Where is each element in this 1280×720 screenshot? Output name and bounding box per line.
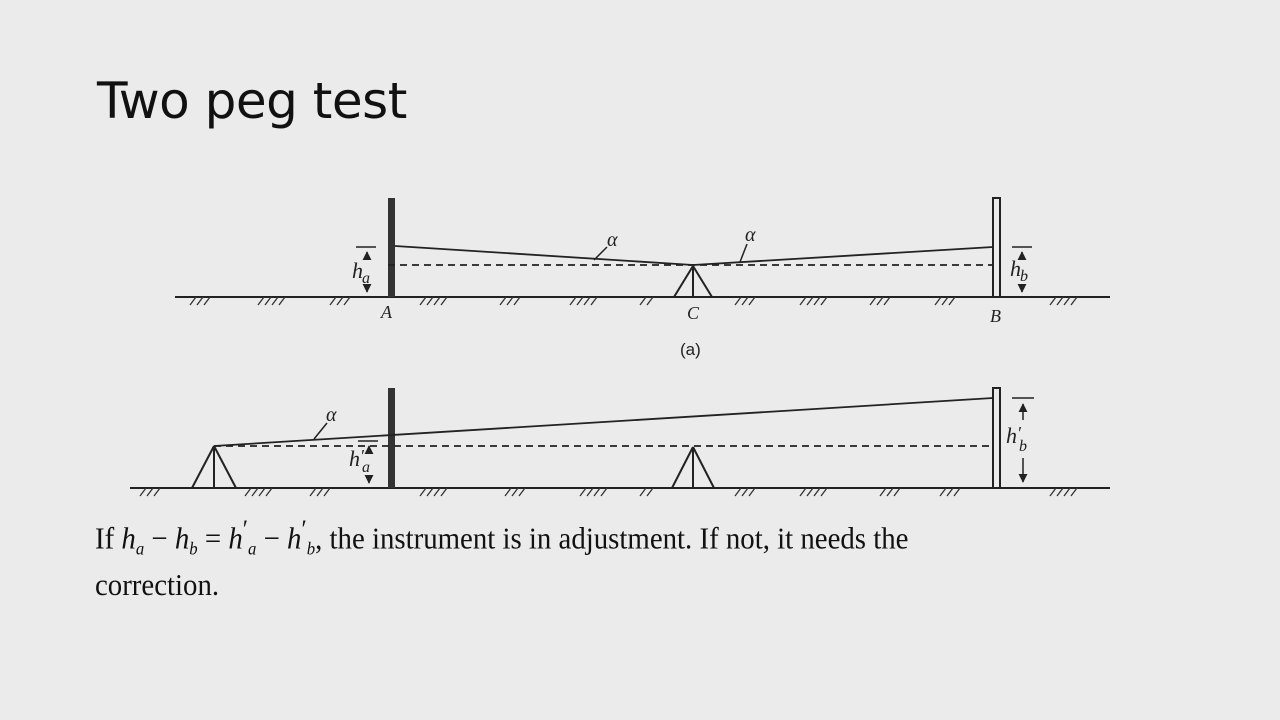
staff-a-prime (388, 388, 395, 488)
hb-prime-dimension (1012, 397, 1034, 489)
slide-title: Two peg test (97, 72, 407, 130)
sight-line-to-b (692, 246, 994, 266)
part-a-label: (a) (680, 340, 701, 359)
alpha-leader-b (313, 422, 328, 440)
adjustment-condition-text: If ha − hb = h′a − h′b, the instrument i… (95, 514, 909, 603)
label-c: C (687, 303, 700, 323)
sight-line-b (213, 397, 994, 447)
label-b: B (990, 306, 1001, 326)
alpha-label-left: α (607, 229, 618, 251)
sight-line-to-a (394, 245, 694, 266)
alpha-label-b: α (326, 404, 337, 426)
tripod-c (673, 265, 713, 298)
staff-a (388, 198, 395, 297)
ha-dimension (356, 246, 376, 298)
staff-b (992, 197, 1001, 298)
tripod-c-reference (671, 446, 715, 489)
diagram-part-a: α α ha hb A C B (a) (175, 197, 1110, 359)
ha-prime-dimension (358, 440, 378, 489)
ground-hatching-a (189, 296, 1078, 306)
alpha-label-right: α (745, 224, 756, 246)
tripod-near-a (191, 445, 237, 489)
hb-prime-label: h′b (1006, 423, 1027, 455)
ground-hatching-b (139, 487, 1078, 497)
ha-prime-label: h′a (349, 446, 370, 476)
staff-b-prime (992, 387, 1001, 489)
hb-label: hb (1010, 256, 1028, 285)
alpha-leader-right (739, 243, 748, 263)
hb-dimension (1012, 246, 1032, 298)
label-a: A (380, 302, 393, 322)
diagram-part-b: α h′a h′b (130, 387, 1110, 497)
alpha-leader-left (593, 246, 608, 261)
ha-label: ha (352, 258, 370, 287)
